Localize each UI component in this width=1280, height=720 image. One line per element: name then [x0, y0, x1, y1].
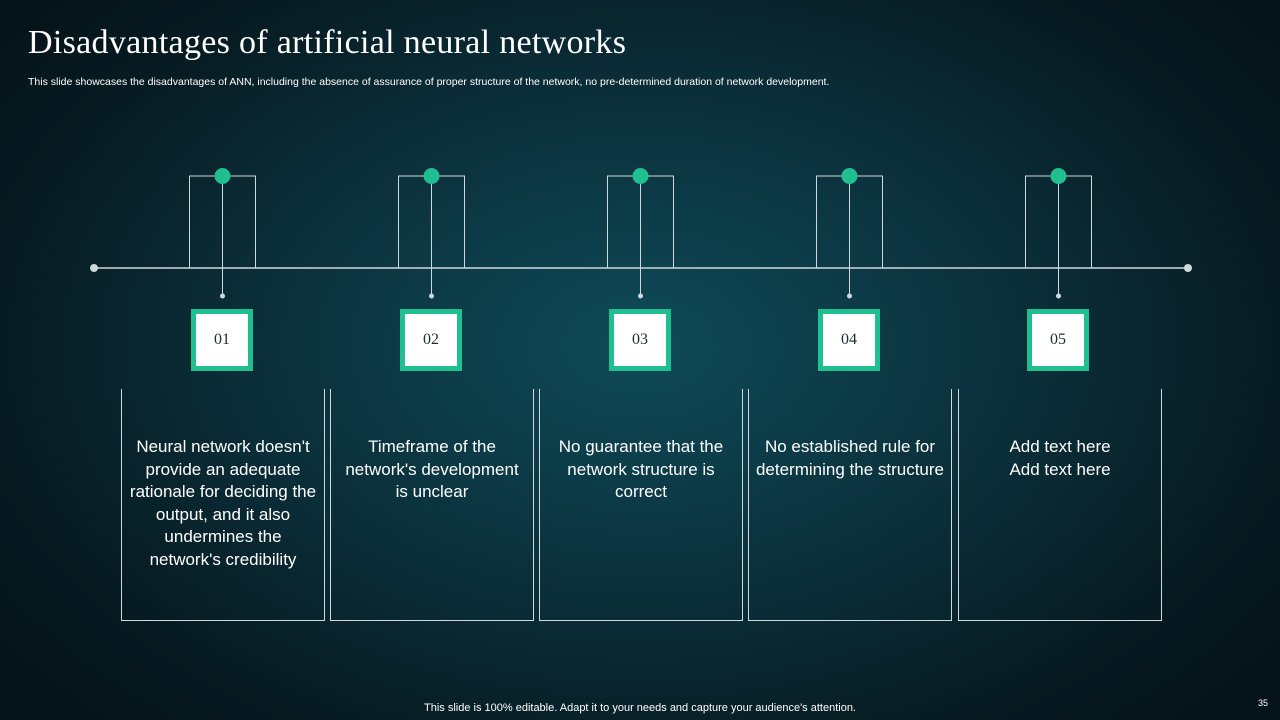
marker-5: [1025, 168, 1092, 299]
step-number-04: 04: [818, 309, 880, 371]
page-number: 35: [1257, 698, 1268, 708]
disadvantage-card-2: Timeframe of the network's development i…: [330, 389, 534, 621]
disadvantage-card-1: Neural network doesn't provide an adequa…: [121, 389, 325, 621]
card-text-1: Neural network doesn't provide an adequa…: [129, 437, 317, 569]
marker-4: [816, 168, 883, 299]
step-number-05: 05: [1027, 309, 1089, 371]
disadvantage-card-3: No guarantee that the network structure …: [539, 389, 743, 621]
marker-2: [398, 168, 465, 299]
step-number-02: 02: [400, 309, 462, 371]
timeline-start-dot: [90, 264, 98, 272]
marker-1: [189, 168, 256, 299]
disadvantage-card-5: Add text here Add text here: [958, 389, 1162, 621]
card-text-5: Add text here Add text here: [1009, 437, 1111, 479]
card-text-2: Timeframe of the network's development i…: [345, 437, 519, 501]
disadvantage-card-4: No established rule for determining the …: [748, 389, 952, 621]
slide-subtitle: This slide showcases the disadvantages o…: [28, 76, 830, 88]
card-text-3: No guarantee that the network structure …: [558, 437, 724, 501]
step-number-01: 01: [191, 309, 253, 371]
slide-title: Disadvantages of artificial neural netwo…: [28, 24, 627, 61]
footer-note: This slide is 100% editable. Adapt it to…: [424, 702, 856, 714]
card-text-4: No established rule for determining the …: [755, 437, 945, 479]
marker-3: [607, 168, 674, 299]
timeline-end-dot: [1184, 264, 1192, 272]
step-number-03: 03: [609, 309, 671, 371]
